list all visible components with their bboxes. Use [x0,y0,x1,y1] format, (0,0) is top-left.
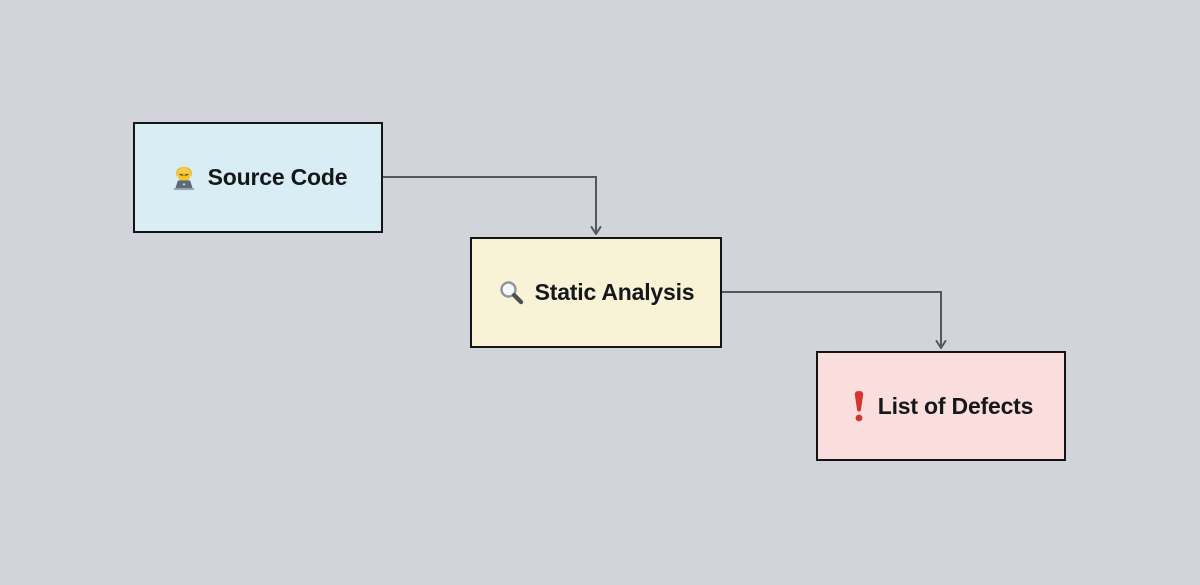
node-label: Source Code [207,164,348,190]
connector-analysis-to-defects [722,291,947,349]
node-list-of-defects[interactable]: List of Defects [816,351,1066,461]
node-label: List of Defects [877,392,1034,419]
node-label: Static Analysis [534,279,695,305]
node-source-code[interactable]: Source Code [133,122,383,233]
magnifying-glass-emoji-icon [498,279,526,307]
connector-source-to-analysis [383,176,602,235]
node-static-analysis[interactable]: Static Analysis [470,237,722,348]
technologist-emoji-icon [169,163,199,193]
red-exclamation-emoji-icon [849,389,869,423]
